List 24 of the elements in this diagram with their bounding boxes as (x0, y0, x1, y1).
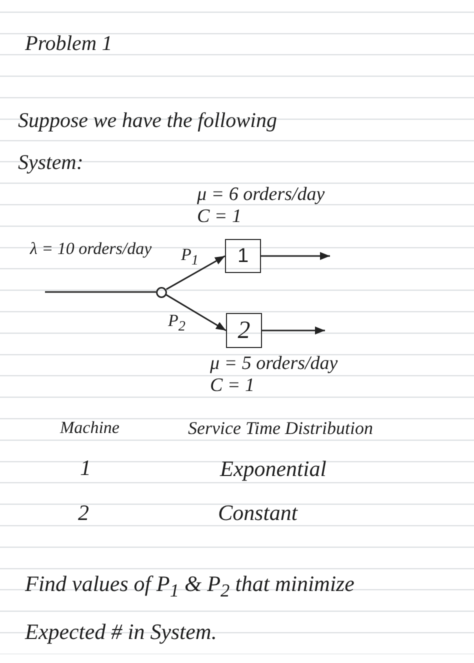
distribution-name: Exponential (220, 457, 326, 482)
connector-line (45, 291, 156, 293)
column-heading: Service Time Distribution (188, 419, 373, 439)
server-count-label: C = 1 (210, 376, 254, 397)
arrival-rate-label: λ = 10 orders/day (30, 240, 152, 259)
arrow (261, 252, 330, 260)
column-heading: Machine (60, 419, 120, 438)
arrow (262, 326, 325, 334)
machine-number: 2 (78, 501, 89, 526)
service-rate-label: μ = 5 orders/day (210, 354, 338, 375)
problem-statement: Suppose we have the following System: (18, 107, 278, 176)
machine-number: 1 (80, 456, 91, 480)
distribution-name: Constant (218, 501, 298, 526)
routing-probability-label: P$_{2}$ (168, 312, 186, 335)
arrow (166, 294, 226, 332)
junction-circle (156, 286, 167, 298)
routing-probability-label: P$_{1}$ (181, 246, 198, 269)
arrow (166, 255, 226, 290)
machine-box: 2 (226, 313, 262, 348)
service-rate-label: μ = 6 orders/day (197, 185, 325, 206)
server-count-label: C = 1 (197, 207, 242, 228)
machine-box: 1 (225, 239, 261, 273)
problem-title: Problem 1 (25, 32, 112, 56)
question-text: Find values of P$_{1}$ & P$_{2}$ that minimize Expected # in System. (25, 570, 356, 646)
